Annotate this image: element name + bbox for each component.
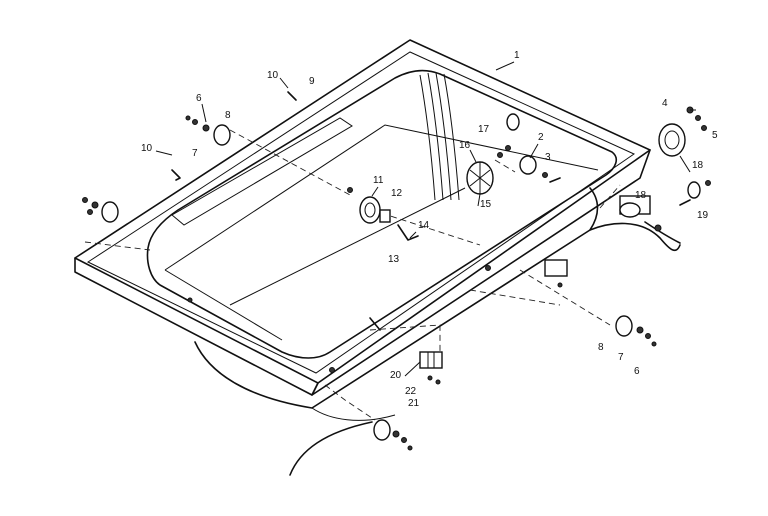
label-1: 1 bbox=[514, 50, 520, 61]
tub-shell bbox=[194, 187, 681, 476]
label-17: 17 bbox=[478, 124, 490, 135]
label-20: 20 bbox=[390, 370, 402, 381]
leader-lines bbox=[84, 129, 621, 421]
label-10a: 10 bbox=[267, 70, 279, 81]
label-2: 2 bbox=[538, 132, 544, 143]
bracket-20 bbox=[419, 351, 443, 385]
jet-fitting-upper bbox=[185, 115, 231, 146]
jet-fitting-left bbox=[82, 197, 119, 223]
label-4: 4 bbox=[662, 98, 668, 109]
label-10b: 10 bbox=[141, 143, 153, 154]
jet-fitting-bottom bbox=[373, 419, 413, 451]
label-18a: 18 bbox=[692, 160, 704, 171]
label-7b: 7 bbox=[618, 352, 624, 363]
drain-grate-16 bbox=[466, 113, 520, 195]
fitting-19 bbox=[679, 180, 711, 206]
label-8a: 8 bbox=[225, 110, 231, 121]
label-13: 13 bbox=[388, 254, 400, 265]
jet-clip-10 bbox=[171, 91, 297, 181]
label-5: 5 bbox=[712, 130, 718, 141]
overflow-fitting bbox=[519, 155, 561, 183]
label-6a: 6 bbox=[196, 93, 202, 104]
label-7a: 7 bbox=[192, 148, 198, 159]
jet-fitting-right-lower bbox=[615, 315, 657, 347]
hardware-bits bbox=[187, 265, 491, 373]
pump-motor bbox=[619, 195, 681, 244]
tub-deck bbox=[74, 39, 651, 396]
tub-bowl bbox=[146, 69, 618, 359]
label-12: 12 bbox=[391, 188, 403, 199]
label-16: 16 bbox=[459, 140, 471, 151]
label-14: 14 bbox=[418, 220, 430, 231]
label-18b: 18 bbox=[635, 190, 647, 201]
label-21: 21 bbox=[408, 398, 420, 409]
label-15: 15 bbox=[480, 199, 492, 210]
label-8b: 8 bbox=[598, 342, 604, 353]
callout-labels: 1 2 3 4 5 6 6 7 7 8 8 9 10 10 11 12 13 1… bbox=[141, 50, 718, 409]
label-leaders bbox=[155, 61, 696, 377]
label-22: 22 bbox=[405, 386, 417, 397]
pump-fitting-18 bbox=[658, 106, 707, 157]
label-11: 11 bbox=[373, 175, 384, 186]
suction-fitting bbox=[347, 187, 419, 241]
bracket-right bbox=[544, 259, 568, 288]
label-9: 9 bbox=[309, 76, 315, 87]
label-3: 3 bbox=[545, 152, 551, 163]
label-19: 19 bbox=[697, 210, 709, 221]
label-6b: 6 bbox=[634, 366, 640, 377]
